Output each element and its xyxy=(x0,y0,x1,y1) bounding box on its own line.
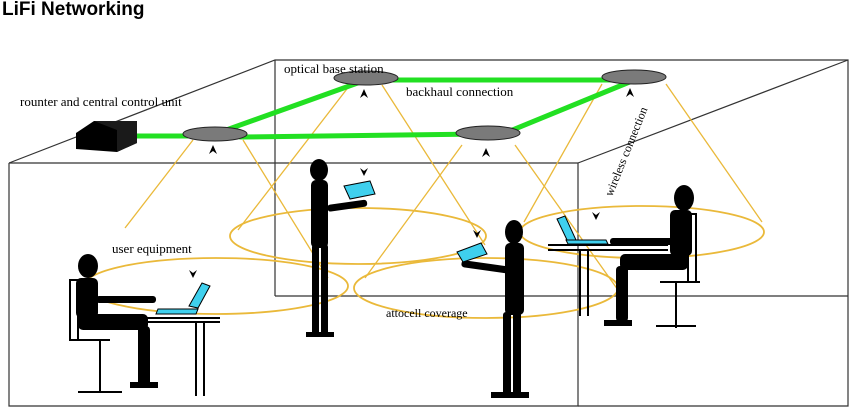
base-station-3 xyxy=(455,125,521,141)
laptop-right-base xyxy=(565,239,609,245)
tablet-front xyxy=(456,242,488,263)
tablet-center xyxy=(343,180,376,200)
person-standing-front xyxy=(461,220,529,398)
label-attocell: attocell coverage xyxy=(386,306,468,320)
attocell-left xyxy=(83,257,349,315)
backhaul-links xyxy=(130,77,635,140)
base-station-2 xyxy=(333,70,399,86)
page-title: LiFi Networking xyxy=(2,0,145,20)
attocell-center xyxy=(229,207,487,265)
router-unit xyxy=(76,121,137,152)
optical-base-stations xyxy=(182,69,667,142)
laptop-left-screen xyxy=(188,282,211,309)
arrowheads xyxy=(189,88,634,278)
label-backhaul: backhaul connection xyxy=(406,84,514,99)
seated-user-left xyxy=(69,254,220,396)
label-router: rounter and central control unit xyxy=(20,94,182,109)
room-outline xyxy=(8,59,849,407)
light-cones xyxy=(124,83,763,291)
label-user-equipment: user equipment xyxy=(112,241,192,256)
laptop-right-screen xyxy=(556,215,577,243)
laptop-left-base xyxy=(155,308,199,315)
seated-user-right xyxy=(548,185,700,328)
person-standing-center xyxy=(306,159,368,337)
base-station-1 xyxy=(182,126,248,142)
label-optical-base-station: optical base station xyxy=(284,61,384,76)
base-station-4 xyxy=(601,69,667,85)
